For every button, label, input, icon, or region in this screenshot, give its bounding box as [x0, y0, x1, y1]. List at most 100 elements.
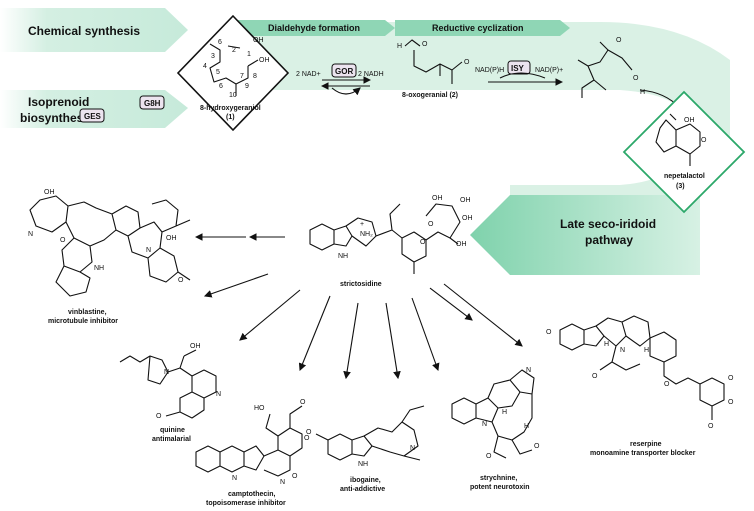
strychnine-n2: N	[526, 367, 531, 374]
nadph-label: NAD(P)H	[475, 67, 504, 74]
g8h-enzyme-box: G8H	[139, 95, 165, 110]
nad-plus-label: 2 NAD+	[296, 71, 321, 78]
main-pathway-band	[230, 22, 730, 215]
oxogeranial-o-right: O	[464, 59, 470, 66]
reserpine-structure: O N H H O O O O O reserpine monoamine tr…	[546, 315, 734, 457]
arrow-to-quinine-2	[239, 289, 301, 341]
ibogaine-name-2: anti-addictive	[340, 486, 385, 493]
dialdehyde-banner	[230, 20, 395, 36]
camptothecin-name-2: topoisomerase inhibitor	[206, 500, 286, 507]
c1-label: 1	[247, 51, 251, 58]
c4-label: 4	[203, 63, 207, 70]
strictosidine-oh1: OH	[432, 195, 443, 202]
quinine-structure: OH N N O quinine antimalarial	[119, 343, 221, 443]
strictosidine-plus: +	[360, 221, 364, 228]
vinblastine-name-1: vinblastine,	[68, 309, 107, 316]
hydroxygeraniol-box: OH OH 6 2 1 3 4 5 6 7 8 9 10 8-hydroxyge…	[176, 14, 290, 132]
c9-label: 9	[245, 83, 249, 90]
camptothecin-n2: N	[280, 479, 285, 486]
oh-side: OH	[259, 57, 270, 64]
strictosidine-o1: O	[420, 239, 426, 246]
vinblastine-o: O	[60, 237, 66, 244]
quinine-n1: N	[164, 369, 169, 376]
strychnine-o1: O	[486, 453, 492, 460]
c6-label: 6	[218, 39, 222, 46]
camptothecin-n1: N	[232, 475, 237, 482]
arrow-to-quinine	[203, 273, 269, 298]
oxogeranial-o-top: O	[422, 41, 428, 48]
isoprenoid-label-2: biosynthesis	[20, 111, 94, 125]
hydroxygeraniol-number: (1)	[226, 114, 235, 121]
strychnine-h1: H	[502, 409, 507, 416]
c8-label: 8	[253, 73, 257, 80]
gor-cycle-arrow	[331, 87, 361, 96]
isy-label: ISY	[511, 64, 525, 73]
vinblastine-o2: O	[178, 277, 184, 284]
reductive-cyclization-label: Reductive cyclization	[432, 23, 524, 33]
arrow-to-ibogaine-2	[385, 302, 401, 380]
quinine-oh: OH	[190, 343, 201, 350]
ibogaine-structure: O NH N ibogaine, anti-addictive	[306, 405, 425, 493]
oh-top: OH	[253, 37, 264, 44]
ges-enzyme-box: GES	[79, 108, 105, 123]
late-pathway-label-1: Late seco-iridoid	[560, 217, 656, 231]
quinine-n2: N	[216, 391, 221, 398]
strictosidine-nh: NH	[338, 253, 348, 260]
reserpine-o1: O	[592, 373, 598, 380]
strictosidine-structure: NH NH₂ + O O OH OH OH OH strictosidine	[309, 195, 473, 288]
reserpine-o4: O	[728, 399, 734, 406]
nepetalactol-box: OH O nepetalactol (3)	[622, 90, 746, 214]
nepetalactol-structure	[655, 113, 701, 166]
strictosidine-o2: O	[428, 221, 434, 228]
reserpine-o2: O	[664, 381, 670, 388]
reserpine-name-2: monoamine transporter blocker	[590, 450, 696, 457]
strychnine-name-1: strychnine,	[480, 475, 517, 482]
quinine-o: O	[156, 413, 162, 420]
late-pathway-label-2: pathway	[585, 233, 633, 247]
quinine-name-1: quinine	[160, 427, 185, 434]
strychnine-n1: N	[482, 421, 487, 428]
g8h-label: G8H	[144, 99, 161, 108]
oxogeranial-h: H	[397, 43, 402, 50]
reserpine-o-left: O	[546, 329, 552, 336]
arrow-to-camptothecin	[298, 295, 331, 372]
nepetalactol-o: O	[701, 137, 707, 144]
nepetalactol-name: nepetalactol	[664, 173, 705, 180]
reserpine-o5: O	[708, 423, 714, 430]
arrow-to-reserpine-2	[443, 283, 523, 347]
ibogaine-o: O	[306, 429, 312, 436]
c5-label: 5	[216, 69, 220, 76]
camptothecin-o1: O	[300, 399, 306, 406]
strictosidine-oh2: OH	[460, 197, 471, 204]
c3-label: 3	[211, 53, 215, 60]
oxogeranial-name: 8-oxogeranial (2)	[402, 92, 458, 99]
enolate-h-plus: H	[640, 89, 645, 96]
quinine-name-2: antimalarial	[152, 436, 191, 443]
strychnine-name-2: potent neurotoxin	[470, 484, 530, 491]
vinblastine-name-2: microtubule inhibitor	[48, 318, 118, 325]
enolate-o-right: O	[633, 75, 639, 82]
vinblastine-structure: OH N O NH N OH O vinblastine, microtubul…	[28, 189, 191, 325]
c6b-label: 6	[219, 83, 223, 90]
reserpine-o3: O	[728, 375, 734, 382]
camptothecin-o3: O	[292, 473, 298, 480]
c2-label: 2	[232, 47, 236, 54]
ibogaine-nh: NH	[358, 461, 368, 468]
strychnine-o2: O	[534, 443, 540, 450]
camptothecin-name-1: camptothecin,	[228, 491, 276, 498]
reserpine-name-1: reserpine	[630, 441, 662, 448]
strychnine-structure: N N H H O O strychnine, potent neurotoxi…	[451, 367, 540, 491]
c7-label: 7	[240, 73, 244, 80]
camptothecin-structure: HO O O N N O camptothecin, topoisomerase…	[195, 399, 310, 507]
vinblastine-n2: N	[146, 247, 151, 254]
strictosidine-name: strictosidine	[340, 281, 382, 288]
late-pathway-arrow	[470, 195, 700, 275]
hydroxygeraniol-name: 8-hydroxygeraniol	[200, 105, 261, 112]
nepetalactol-oh: OH	[684, 117, 695, 124]
reserpine-n: N	[620, 347, 625, 354]
ibogaine-name-1: ibogaine,	[350, 477, 381, 484]
enolate-intermediate-structure: O O H	[577, 37, 645, 98]
chemical-synthesis-label: Chemical synthesis	[28, 24, 140, 38]
isy-enzyme-box: ISY	[507, 60, 531, 75]
